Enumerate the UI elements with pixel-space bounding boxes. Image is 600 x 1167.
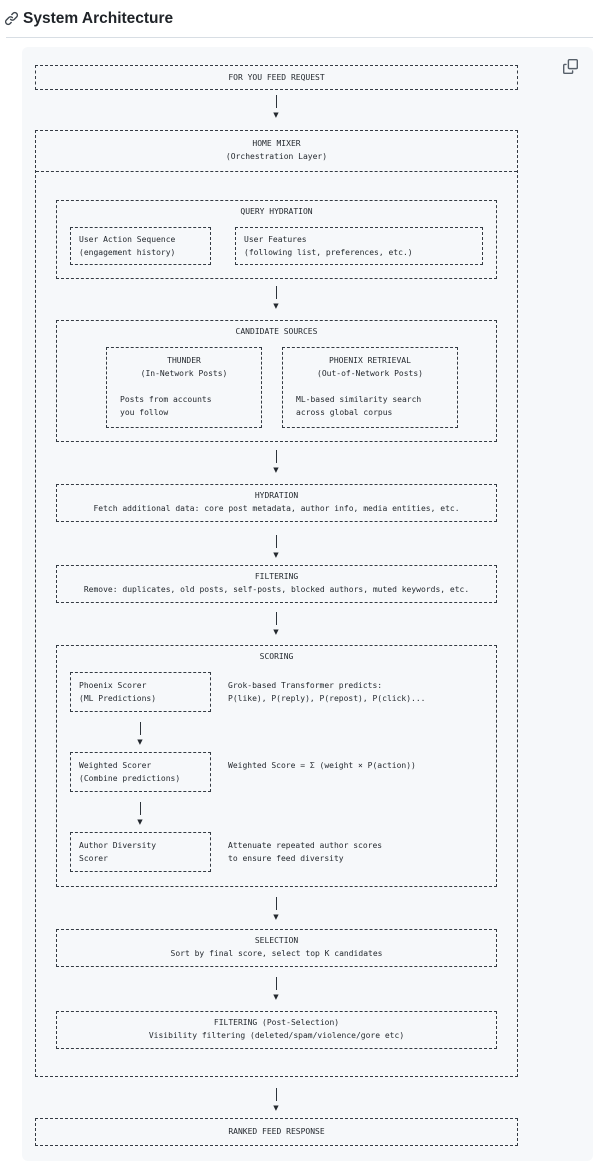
box-line: (engagement history) — [79, 248, 176, 257]
home-mixer-title: HOME MIXER — [252, 139, 301, 148]
section-title: FILTERING — [254, 572, 299, 581]
copy-icon — [562, 58, 578, 74]
box-weighted-scorer: Weighted Scorer (Combine predictions) — [70, 752, 211, 792]
note-line: Attenuate repeated author scores — [228, 841, 383, 850]
box-post-selection-filtering: FILTERING (Post-Selection) Visibility fi… — [56, 1011, 497, 1049]
box-line: Author Diversity — [79, 841, 157, 850]
connector-scoring-to-selection: ▼ — [269, 897, 283, 921]
connector-phoenix-to-weighted: ▼ — [133, 722, 147, 746]
spacer — [283, 380, 457, 393]
home-mixer-header: HOME MIXER (Orchestration Layer) — [36, 131, 517, 172]
arrow-down-icon: ▼ — [273, 913, 279, 921]
connector-line — [139, 722, 141, 735]
box-line: User Action Sequence — [79, 235, 176, 244]
section-title: CANDIDATE SOURCES — [235, 327, 318, 336]
box-line: Weighted Scorer — [79, 761, 152, 770]
link-icon — [4, 11, 19, 26]
box-label: FOR YOU FEED REQUEST — [228, 73, 325, 82]
box-scoring: SCORING — [56, 645, 497, 887]
box-hydration: HYDRATION Fetch additional data: core po… — [56, 484, 497, 522]
section-title: SELECTION — [254, 936, 299, 945]
box-author-diversity-scorer: Author Diversity Scorer — [70, 832, 211, 872]
connector-line — [275, 612, 277, 625]
connector-line — [275, 95, 277, 108]
connector-line — [275, 450, 277, 463]
note-line: to ensure feed diversity — [228, 854, 344, 863]
copy-button[interactable] — [559, 55, 581, 77]
architecture-diagram: FOR YOU FEED REQUEST ▼ HOME MIXER (Orche… — [22, 47, 593, 1161]
box-line: (ML Predictions) — [79, 694, 157, 703]
section-desc: Fetch additional data: core post metadat… — [93, 504, 460, 513]
heading-anchor-link[interactable] — [4, 11, 19, 26]
box-filtering: FILTERING Remove: duplicates, old posts,… — [56, 565, 497, 603]
connector-filtering-to-scoring: ▼ — [269, 612, 283, 636]
section-desc: Sort by final score, select top K candid… — [170, 949, 383, 958]
spacer — [107, 380, 261, 393]
box-subtitle: (Out-of-Network Posts) — [317, 369, 423, 378]
box-subtitle: (In-Network Posts) — [140, 369, 228, 378]
box-phoenix-scorer: Phoenix Scorer (ML Predictions) — [70, 672, 211, 712]
arrow-down-icon: ▼ — [273, 993, 279, 1001]
connector-weighted-to-diversity: ▼ — [133, 802, 147, 826]
box-query-hydration: QUERY HYDRATION — [56, 200, 497, 279]
box-home-mixer: HOME MIXER (Orchestration Layer) — [35, 130, 518, 1077]
connector-line — [275, 286, 277, 299]
arrow-down-icon: ▼ — [273, 1104, 279, 1112]
box-candidate-sources: CANDIDATE SOURCES — [56, 320, 497, 442]
box-line: Posts from accounts — [120, 395, 212, 404]
section-title: FILTERING (Post-Selection) — [213, 1018, 340, 1027]
box-line: User Features — [244, 235, 307, 244]
note-line: Grok-based Transformer predicts: — [228, 681, 383, 690]
page-title: System Architecture — [23, 10, 174, 27]
section-title: QUERY HYDRATION — [240, 207, 313, 216]
box-phoenix-retrieval: PHOENIX RETRIEVAL (Out-of-Network Posts)… — [282, 347, 458, 428]
code-block: FOR YOU FEED REQUEST ▼ HOME MIXER (Orche… — [22, 47, 593, 1161]
section-desc: Visibility filtering (deleted/spam/viole… — [148, 1031, 405, 1040]
phoenix-scorer-note: Grok-based Transformer predicts: P(like)… — [228, 679, 425, 705]
arrow-down-icon: ▼ — [137, 738, 143, 746]
box-for-you-feed-request: FOR YOU FEED REQUEST — [35, 65, 518, 90]
box-line: across global corpus — [296, 408, 393, 417]
note-line: Weighted Score = Σ (weight × P(action)) — [228, 761, 416, 770]
box-line: you follow — [120, 408, 169, 417]
connector-hydration-to-filtering: ▼ — [269, 535, 283, 559]
box-line: (Combine predictions) — [79, 774, 181, 783]
arrow-down-icon: ▼ — [273, 466, 279, 474]
arrow-down-icon: ▼ — [273, 302, 279, 310]
section-title: HYDRATION — [254, 491, 299, 500]
arrow-down-icon: ▼ — [137, 818, 143, 826]
box-thunder: THUNDER (In-Network Posts) Posts from ac… — [106, 347, 262, 428]
box-line: ML-based similarity search — [296, 395, 422, 404]
box-line: Phoenix Scorer — [79, 681, 147, 690]
arrow-down-icon: ▼ — [273, 111, 279, 119]
box-user-action-sequence: User Action Sequence (engagement history… — [70, 227, 211, 265]
box-title: THUNDER — [167, 356, 201, 365]
box-line: (following list, preferences, etc.) — [244, 248, 413, 257]
section-title: SCORING — [259, 652, 294, 661]
home-mixer-subtitle: (Orchestration Layer) — [225, 152, 328, 161]
connector-query-to-candidates: ▼ — [269, 286, 283, 310]
connector-selection-to-postfilter: ▼ — [269, 977, 283, 1001]
connector-homemixer-to-response: ▼ — [269, 1088, 283, 1112]
connector-line — [275, 535, 277, 548]
box-title: PHOENIX RETRIEVAL — [329, 356, 411, 365]
note-line: P(like), P(reply), P(repost), P(click)..… — [228, 694, 426, 703]
weighted-scorer-note: Weighted Score = Σ (weight × P(action)) — [228, 759, 416, 772]
connector-line — [275, 1088, 277, 1101]
box-line: Scorer — [79, 854, 108, 863]
section-desc: Remove: duplicates, old posts, self-post… — [83, 585, 470, 594]
author-diversity-note: Attenuate repeated author scores to ensu… — [228, 839, 382, 865]
connector-line — [139, 802, 141, 815]
box-label: RANKED FEED RESPONSE — [228, 1127, 325, 1136]
connector-line — [275, 977, 277, 990]
heading-divider — [6, 37, 593, 38]
box-user-features: User Features (following list, preferenc… — [235, 227, 483, 265]
arrow-down-icon: ▼ — [273, 628, 279, 636]
connector-request-to-home-mixer: ▼ — [269, 95, 283, 119]
box-selection: SELECTION Sort by final score, select to… — [56, 929, 497, 967]
box-ranked-feed-response: RANKED FEED RESPONSE — [35, 1118, 518, 1146]
arrow-down-icon: ▼ — [273, 551, 279, 559]
connector-line — [275, 897, 277, 910]
connector-candidates-to-hydration: ▼ — [269, 450, 283, 474]
